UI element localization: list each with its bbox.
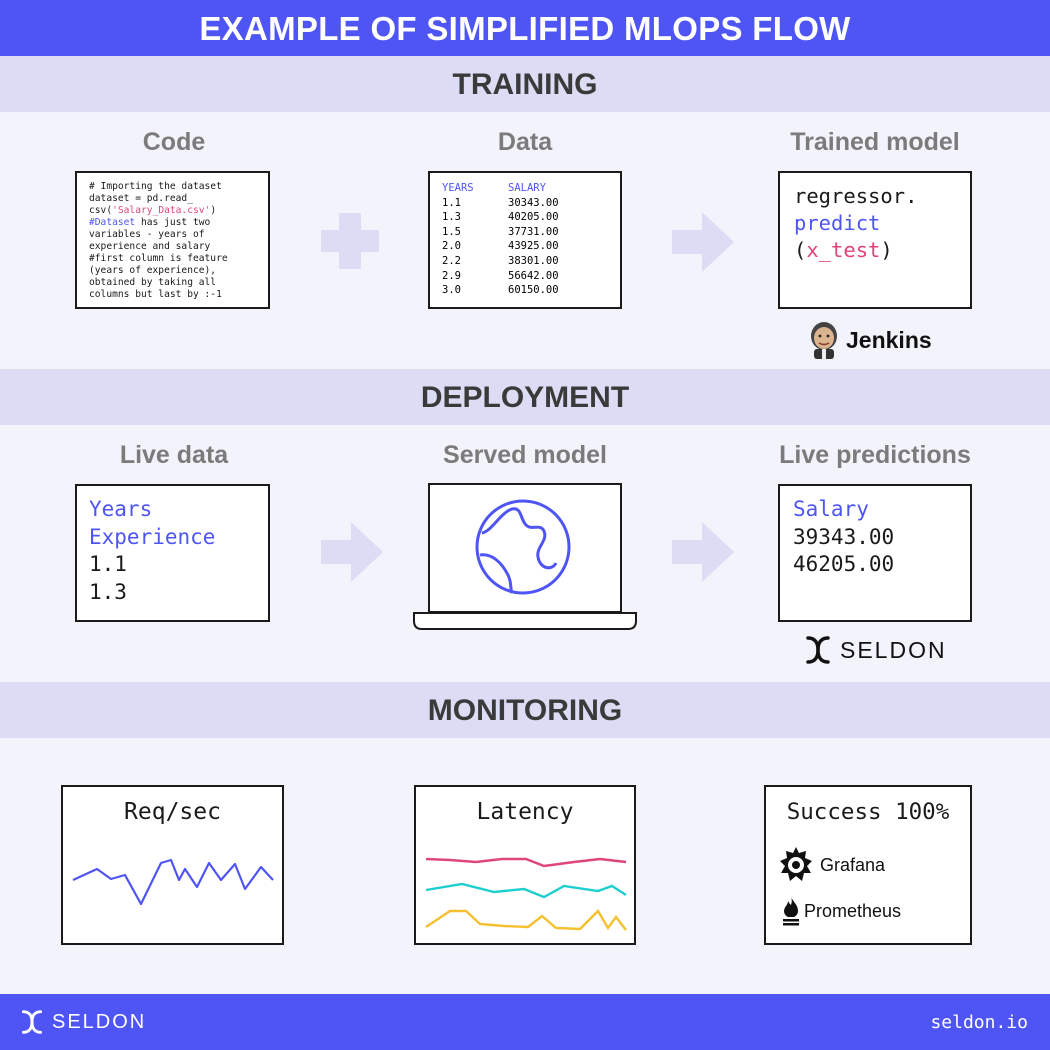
jenkins-logo: Jenkins <box>808 319 932 361</box>
data-table-cell: 2.9 <box>442 269 461 282</box>
live-predictions-label: Live predictions <box>779 441 971 469</box>
data-table-cell: 60150.00 <box>508 284 559 297</box>
plus-icon <box>321 213 379 269</box>
table-row: 1.1 30343.00 <box>442 196 620 211</box>
arrow-right-icon <box>672 522 734 582</box>
table-row: 1.3 40205.00 <box>442 210 620 225</box>
prometheus-icon <box>783 897 799 926</box>
latency-chart <box>425 857 627 931</box>
training-band: TRAINING <box>0 56 1050 112</box>
prediction-value: 39343.00 <box>793 524 895 549</box>
live-data-value: 1.1 <box>89 552 127 576</box>
data-table-header: YEARS SALARY <box>442 181 620 196</box>
data-table-cell: 1.1 <box>442 196 461 209</box>
monitoring-band: MONITORING <box>0 682 1050 738</box>
seldon-logo: SELDON <box>804 634 947 666</box>
table-row: 2.9 56642.00 <box>442 269 620 284</box>
table-row: 2.2 38301.00 <box>442 254 620 269</box>
table-row: 1.5 37731.00 <box>442 225 620 240</box>
data-table-cell: 1.5 <box>442 225 461 238</box>
model-code-line: (x_test) <box>794 238 893 262</box>
footer: SELDON seldon.io <box>0 994 1050 1050</box>
data-table-cell: 2.0 <box>442 240 461 253</box>
data-table-cell: 56642.00 <box>508 269 559 282</box>
prometheus-logo: Prometheus <box>780 895 901 927</box>
prediction-header: Salary <box>793 497 869 521</box>
served-model-label: Served model <box>443 441 607 469</box>
seldon-icon <box>21 1010 43 1034</box>
laptop-icon <box>413 483 637 630</box>
footer-url-link[interactable]: seldon.io <box>930 1012 1028 1033</box>
code-line: #Dataset has just two <box>89 217 211 228</box>
trained-model-label: Trained model <box>790 128 960 156</box>
code-line: variables - years of <box>89 229 205 240</box>
code-line: # Importing the dataset <box>89 181 222 192</box>
code-line: obtained by taking all <box>89 277 217 288</box>
data-table-cell: 2.2 <box>442 254 461 267</box>
data-table-cell: 38301.00 <box>508 254 559 267</box>
model-code-line: predict <box>794 211 881 235</box>
code-line: columns but last by :-1 <box>89 289 222 300</box>
data-table-cell: 30343.00 <box>508 196 559 209</box>
live-predictions-box: Salary 39343.00 46205.00 <box>778 484 972 622</box>
code-line: dataset = pd.read_ <box>89 193 193 204</box>
arrow-right-icon <box>321 522 383 582</box>
req-sec-chart <box>72 858 274 906</box>
data-table-cell: 37731.00 <box>508 225 559 238</box>
jenkins-icon <box>811 322 837 359</box>
arrow-right-icon <box>672 212 734 272</box>
model-code-line: regressor. <box>794 184 918 208</box>
success-box: Success 100% Grafana Prometheus <box>764 785 972 945</box>
data-table-header-cell: SALARY <box>508 182 546 194</box>
latency-title: Latency <box>476 799 574 825</box>
grafana-logo: Grafana <box>778 845 885 885</box>
globe-icon <box>475 499 571 595</box>
live-data-header: Years <box>89 497 153 521</box>
data-label: Data <box>497 128 553 156</box>
data-table-cell: 3.0 <box>442 284 461 297</box>
data-table-header-cell: YEARS <box>442 182 474 194</box>
trained-model-box: regressor. predict (x_test) <box>778 171 972 309</box>
grafana-text: Grafana <box>820 854 886 875</box>
code-label: Code <box>142 128 206 156</box>
jenkins-text: Jenkins <box>846 326 932 353</box>
code-line: #first column is feature <box>89 253 228 264</box>
table-row: 2.0 43925.00 <box>442 239 620 254</box>
page-title: EXAMPLE OF SIMPLIFIED MLOPS FLOW <box>0 0 1050 56</box>
code-line: experience and salary <box>89 241 211 252</box>
table-row: 3.0 60150.00 <box>442 283 620 298</box>
footer-brand-text: SELDON <box>52 1010 147 1033</box>
data-table-cell: 40205.00 <box>508 211 559 224</box>
data-table: YEARS SALARY 1.1 30343.00 1.3 40205.00 1.5 3773… <box>428 171 622 309</box>
seldon-icon <box>806 636 830 664</box>
live-data-label: Live data <box>119 441 229 469</box>
live-data-box: Years Experience 1.1 1.3 <box>75 484 270 622</box>
data-table-cell: 43925.00 <box>508 240 559 253</box>
req-sec-box: Req/sec <box>61 785 284 945</box>
live-data-value: 1.3 <box>89 579 127 604</box>
prediction-value: 46205.00 <box>793 552 895 576</box>
grafana-icon <box>780 847 812 881</box>
seldon-text: SELDON <box>840 636 947 663</box>
code-line: (years of experience), <box>89 265 217 276</box>
latency-box: Latency <box>414 785 636 945</box>
data-table-cell: 1.3 <box>442 211 461 224</box>
live-data-header: Experience <box>89 524 216 549</box>
prometheus-text: Prometheus <box>804 900 902 921</box>
success-title: Success 100% <box>786 799 950 825</box>
footer-seldon-logo[interactable]: SELDON <box>20 1007 146 1037</box>
code-line: csv('Salary_Data.csv') <box>89 205 217 216</box>
deployment-band: DEPLOYMENT <box>0 369 1050 425</box>
req-sec-title: Req/sec <box>124 799 221 825</box>
